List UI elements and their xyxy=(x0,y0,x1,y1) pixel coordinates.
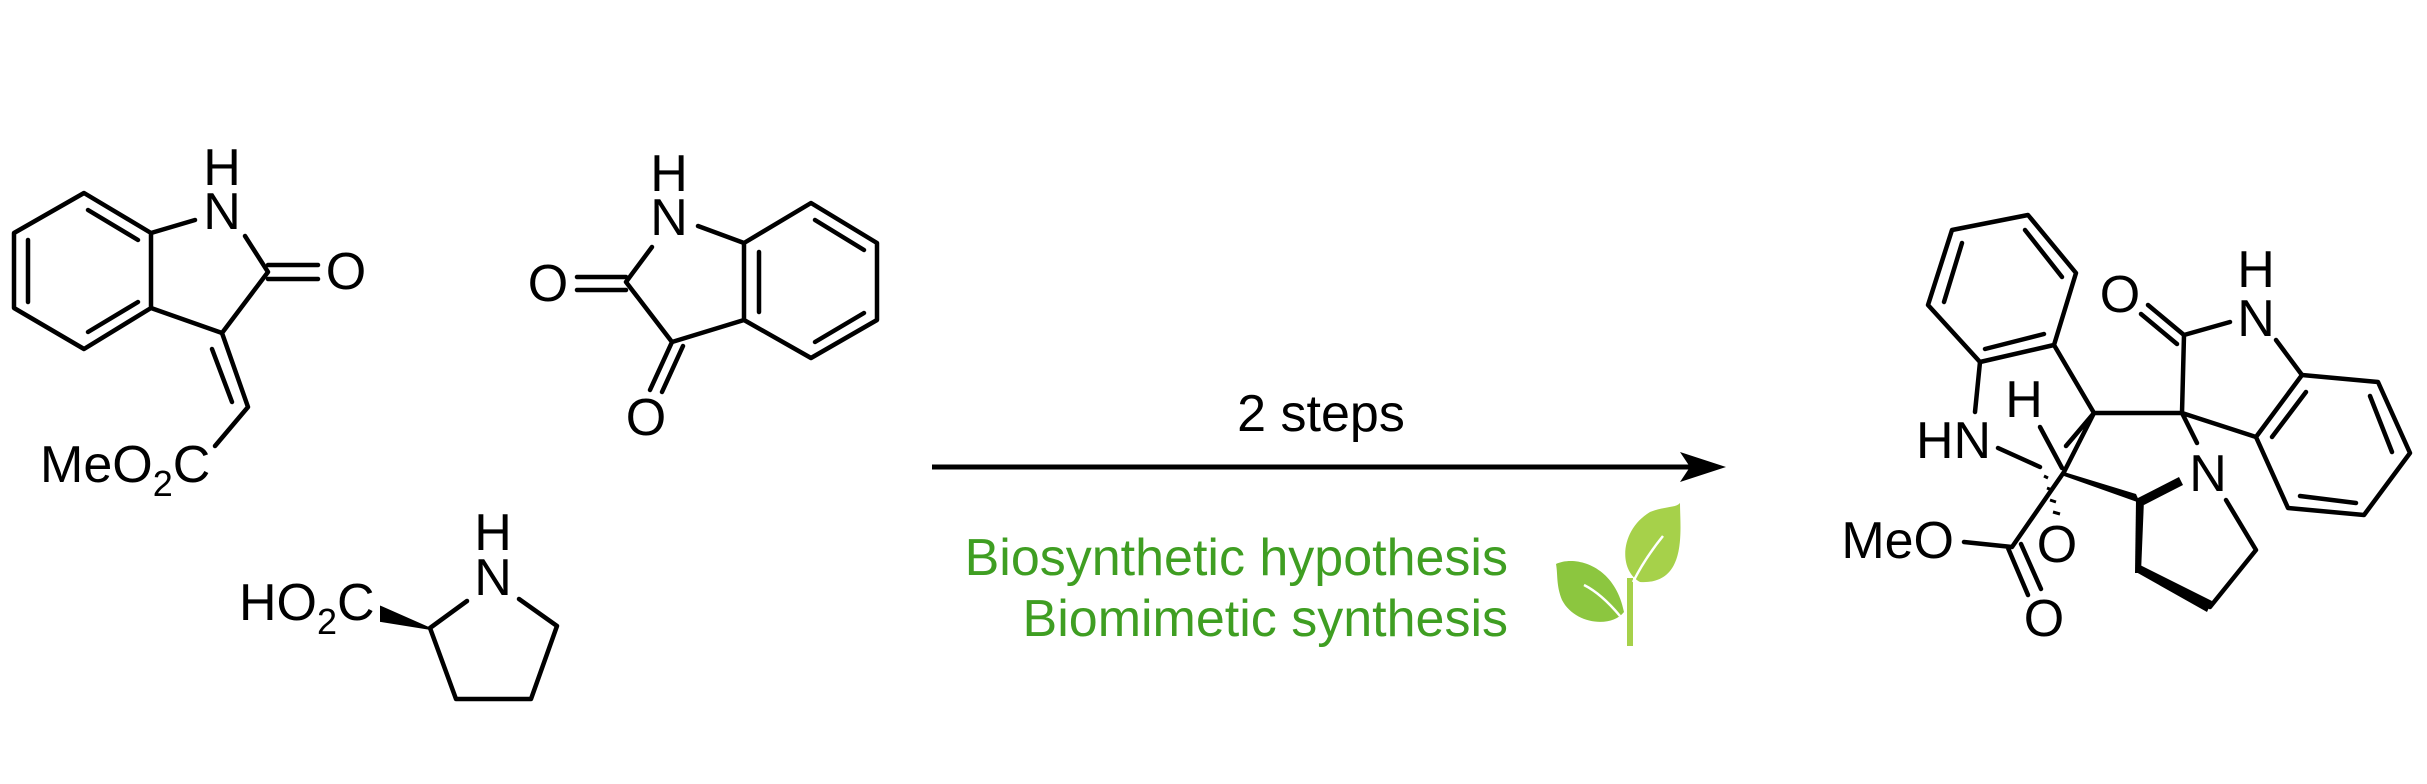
atom-n: N xyxy=(474,549,512,607)
acid-main: HO xyxy=(239,574,317,632)
acid-tail: C xyxy=(337,574,375,632)
oxindole-ester-structure: N H O MeO2C xyxy=(11,139,366,504)
ester-main: MeO xyxy=(40,436,153,494)
ester-sub: 2 xyxy=(153,463,173,504)
atom-h-lactam: H xyxy=(2237,241,2275,299)
sprout-icon xyxy=(1556,503,1681,646)
isatin-structure: N H O O xyxy=(528,145,880,447)
atom-o-ester: O xyxy=(2024,590,2064,648)
acid-label: HO2C xyxy=(239,574,375,642)
arrow-note-1: Biosynthetic hypothesis xyxy=(965,529,1508,587)
product-structure: HN H O O N H N MeO O xyxy=(1841,212,2413,648)
atom-n: N xyxy=(203,183,241,241)
reaction-arrow: 2 steps Biosynthetic hypothesis Biomimet… xyxy=(932,385,1726,648)
atom-o: O xyxy=(326,243,366,301)
ester-tail: C xyxy=(173,436,211,494)
acid-sub: 2 xyxy=(317,601,337,642)
atom-h: H xyxy=(650,145,688,203)
atom-n-lactam: N xyxy=(2237,290,2275,348)
atom-hn: HN xyxy=(1916,412,1991,470)
atom-n: N xyxy=(650,189,688,247)
atom-o: O xyxy=(528,255,568,313)
methoxy-label: MeO xyxy=(1841,512,1954,570)
arrow-note-2: Biomimetic synthesis xyxy=(1023,590,1508,648)
ester-label: MeO2C xyxy=(40,436,210,504)
atom-o: O xyxy=(626,389,666,447)
atom-h: H xyxy=(203,139,241,197)
atom-h: H xyxy=(474,504,512,562)
atom-o-hashed: O xyxy=(2037,516,2077,574)
atom-h-stereo: H xyxy=(2005,371,2043,429)
arrow-condition: 2 steps xyxy=(1237,385,1405,443)
atom-n-pyrrolidine: N xyxy=(2189,445,2227,503)
proline-structure: N H HO2C xyxy=(239,504,560,702)
atom-o-lactam: O xyxy=(2100,266,2140,324)
